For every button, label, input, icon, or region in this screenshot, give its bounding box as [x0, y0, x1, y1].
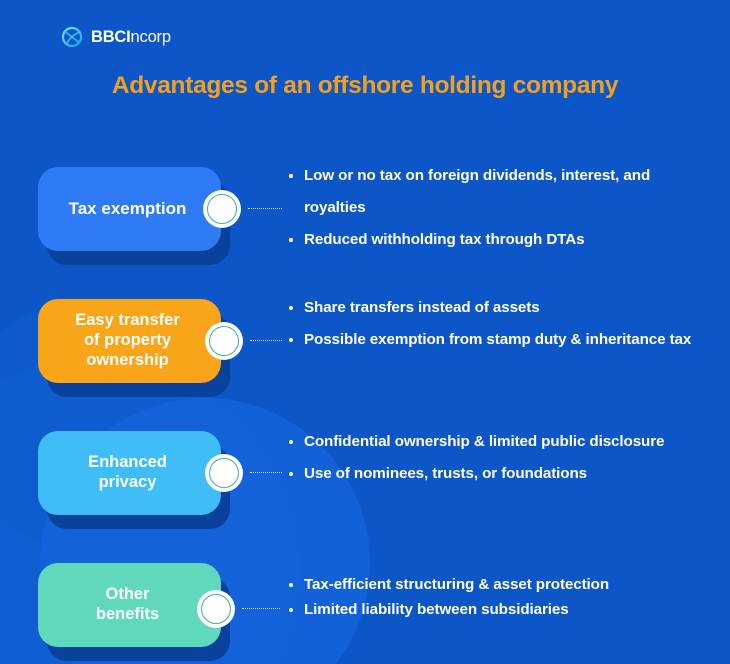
- list-item: Confidential ownership & limited public …: [286, 426, 706, 458]
- brand-name-bold: BBCI: [91, 27, 131, 46]
- connector-node-icon: [205, 454, 243, 492]
- category-card-wrap: Easy transfer of property ownership: [38, 299, 230, 397]
- list-item: Possible exemption from stamp duty & inh…: [286, 324, 706, 356]
- brand-name-light: ncorp: [130, 27, 171, 46]
- category-card-label: Easy transfer of property ownership: [75, 311, 180, 369]
- connector-node-ring: [207, 194, 237, 224]
- category-card-label: Enhanced privacy: [88, 453, 167, 491]
- list-item: Reduced withholding tax through DTAs: [286, 224, 706, 256]
- benefit-list-tax-exemption: Low or no tax on foreign dividends, inte…: [286, 160, 706, 256]
- page-title: Advantages of an offshore holding compan…: [111, 72, 619, 99]
- category-card-enhanced-privacy[interactable]: Enhanced privacy: [38, 431, 221, 515]
- connector-dashed-line: [250, 340, 282, 341]
- connector-node-ring: [209, 326, 239, 356]
- brand-logo[interactable]: BBCIncorp: [60, 24, 171, 50]
- category-card-label: Tax exemption: [68, 198, 187, 218]
- connector-dashed-line: [248, 208, 282, 209]
- category-card-easy-transfer[interactable]: Easy transfer of property ownership: [38, 299, 221, 383]
- list-item: Use of nominees, trusts, or foundations: [286, 458, 706, 490]
- category-card-tax-exemption[interactable]: Tax exemption: [38, 167, 221, 251]
- list-item: Share transfers instead of assets: [286, 292, 706, 324]
- category-card-label: Other benefits: [95, 585, 160, 623]
- connector-dashed-line: [250, 472, 282, 473]
- advantage-row-enhanced-privacy: Enhanced privacy Confidential ownership …: [0, 414, 730, 532]
- benefit-list-easy-transfer: Share transfers instead of assets Possib…: [286, 292, 706, 356]
- benefit-list-other-benefits: Tax-efficient structuring & asset protec…: [286, 572, 706, 622]
- list-item: Low or no tax on foreign dividends, inte…: [286, 160, 706, 224]
- bbcincorp-swirl-icon: [61, 26, 83, 48]
- connector-node-ring: [201, 594, 231, 624]
- category-card-wrap: Other benefits: [38, 563, 230, 661]
- category-card-other-benefits[interactable]: Other benefits: [38, 563, 221, 647]
- list-item: Limited liability between subsidiaries: [286, 597, 706, 622]
- list-item: Tax-efficient structuring & asset protec…: [286, 572, 706, 597]
- category-card-wrap: Enhanced privacy: [38, 431, 230, 529]
- advantage-row-easy-transfer: Easy transfer of property ownership Shar…: [0, 282, 730, 400]
- advantage-row-other-benefits: Other benefits Tax-efficient structuring…: [0, 546, 730, 664]
- category-card-wrap: Tax exemption: [38, 167, 230, 265]
- connector-node-icon: [197, 590, 235, 628]
- advantage-row-tax-exemption: Tax exemption Low or no tax on foreign d…: [0, 150, 730, 268]
- connector-node-ring: [209, 458, 239, 488]
- brand-name: BBCIncorp: [91, 29, 171, 46]
- connector-dashed-line: [242, 608, 280, 609]
- connector-node-icon: [205, 322, 243, 360]
- benefit-list-enhanced-privacy: Confidential ownership & limited public …: [286, 426, 706, 490]
- connector-node-icon: [203, 190, 241, 228]
